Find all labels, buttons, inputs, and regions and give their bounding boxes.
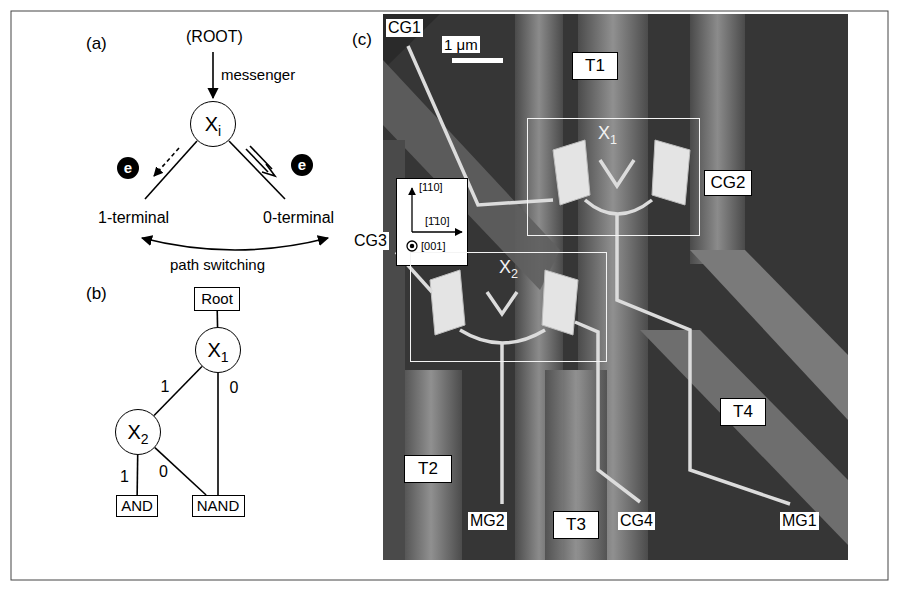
node-text: Xi — [205, 113, 221, 136]
node-text: NAND — [197, 497, 240, 514]
node-text: X2 — [499, 257, 518, 278]
dot-x2-wires — [575, 322, 640, 502]
branch-value: 0 — [229, 379, 240, 397]
dot-x2-structure — [430, 270, 578, 335]
terminal-label: 0-terminal — [263, 209, 334, 227]
tree-branch — [155, 448, 206, 495]
terminal-box: AND — [116, 495, 158, 517]
tree-branch — [154, 366, 202, 415]
device-region: X1 — [527, 118, 700, 236]
panel-a-drawing — [145, 141, 197, 199]
axis-arrows — [411, 188, 412, 232]
axis-arrows — [410, 244, 413, 247]
branch-value: 1 — [160, 378, 171, 396]
dot-x2-wires — [487, 292, 517, 314]
gate-label: CG3 — [352, 232, 389, 250]
dot-x2-wires — [460, 330, 545, 343]
node-text: Root — [201, 290, 233, 307]
gate-label: MG2 — [468, 512, 507, 530]
sem-micrograph — [383, 14, 440, 70]
figure-frame — [11, 11, 888, 580]
electron-dot: e — [291, 154, 313, 176]
dot-x2-wires — [408, 46, 553, 205]
arrow-label: path switching — [170, 256, 265, 273]
electrode-tag: T4 — [720, 398, 766, 426]
node-circle: X1 — [195, 327, 241, 373]
panel-a-drawing — [142, 238, 328, 250]
arrow-label: messenger — [221, 66, 295, 83]
panel-letter: (a) — [86, 34, 107, 54]
electron-dot: e — [117, 157, 139, 179]
panel-a-drawing — [229, 141, 285, 199]
branch-value: 0 — [158, 463, 169, 481]
node-text: [110] — [419, 181, 443, 194]
dot-x1-structure — [553, 140, 690, 205]
node-text: [1̄10] — [425, 215, 449, 228]
dot-x2-structure — [430, 270, 465, 335]
dot-x2-wires — [396, 46, 640, 504]
node-text: T3 — [566, 515, 586, 535]
dot-x2-structure — [542, 270, 578, 335]
node-text: T2 — [418, 459, 438, 479]
sem-micrograph — [383, 14, 848, 560]
node-text: e — [298, 156, 306, 173]
dot-x1-structure — [553, 140, 590, 205]
gate-label: MG1 — [780, 512, 819, 530]
dot-x1-wires — [585, 200, 652, 214]
tree-branch — [217, 373, 219, 495]
electrode-tag: CG2 — [704, 170, 752, 196]
electrode-tag: T3 — [553, 511, 599, 539]
node-text: X1 — [207, 339, 228, 362]
device-region: X2 — [410, 252, 607, 362]
terminal-label: 1-terminal — [98, 209, 169, 227]
panel-letter: (b) — [86, 284, 107, 304]
node-text: X1 — [598, 123, 617, 144]
dot-x1-wires — [585, 160, 790, 504]
electrode-tag: T1 — [572, 52, 618, 80]
sem-micrograph — [383, 14, 848, 560]
dot-x2-wires — [500, 344, 504, 504]
gate-label: CG4 — [618, 512, 655, 530]
panel-a-drawing — [250, 146, 272, 169]
node-circle: X2 — [115, 409, 161, 455]
sem-micrograph — [400, 370, 462, 560]
axis-arrows — [407, 241, 417, 251]
node-text: T1 — [585, 56, 605, 76]
node-text: X2 — [127, 421, 148, 444]
root-label: (ROOT) — [186, 28, 243, 46]
node-text: [001] — [421, 240, 445, 253]
branch-value: 1 — [119, 468, 130, 486]
node-circle: Xi — [190, 101, 236, 147]
dot-x1-wires — [617, 214, 790, 504]
panel-a-drawing — [212, 52, 214, 98]
node-text: e — [124, 159, 132, 176]
root-box: Root — [194, 287, 240, 311]
terminal-box: NAND — [192, 495, 245, 517]
dot-x1-wires — [600, 160, 634, 186]
tree-branch — [216, 311, 218, 327]
panel-a-drawing — [154, 148, 179, 176]
sem-micrograph — [452, 58, 503, 63]
gate-label: CG1 — [386, 19, 423, 37]
axis-arrows — [412, 231, 462, 232]
panel-letter: (c) — [352, 30, 372, 50]
sem-micrograph — [640, 330, 848, 545]
panel-a-drawing — [262, 164, 275, 176]
node-text: T4 — [733, 402, 753, 422]
node-text: CG2 — [711, 173, 746, 193]
tree-branch — [136, 455, 138, 495]
dot-x1-structure — [652, 140, 690, 205]
electrode-tag: T2 — [404, 455, 452, 483]
sem-micrograph — [690, 14, 745, 264]
scale-label: 1 μm — [442, 36, 480, 53]
node-text: AND — [121, 497, 153, 514]
